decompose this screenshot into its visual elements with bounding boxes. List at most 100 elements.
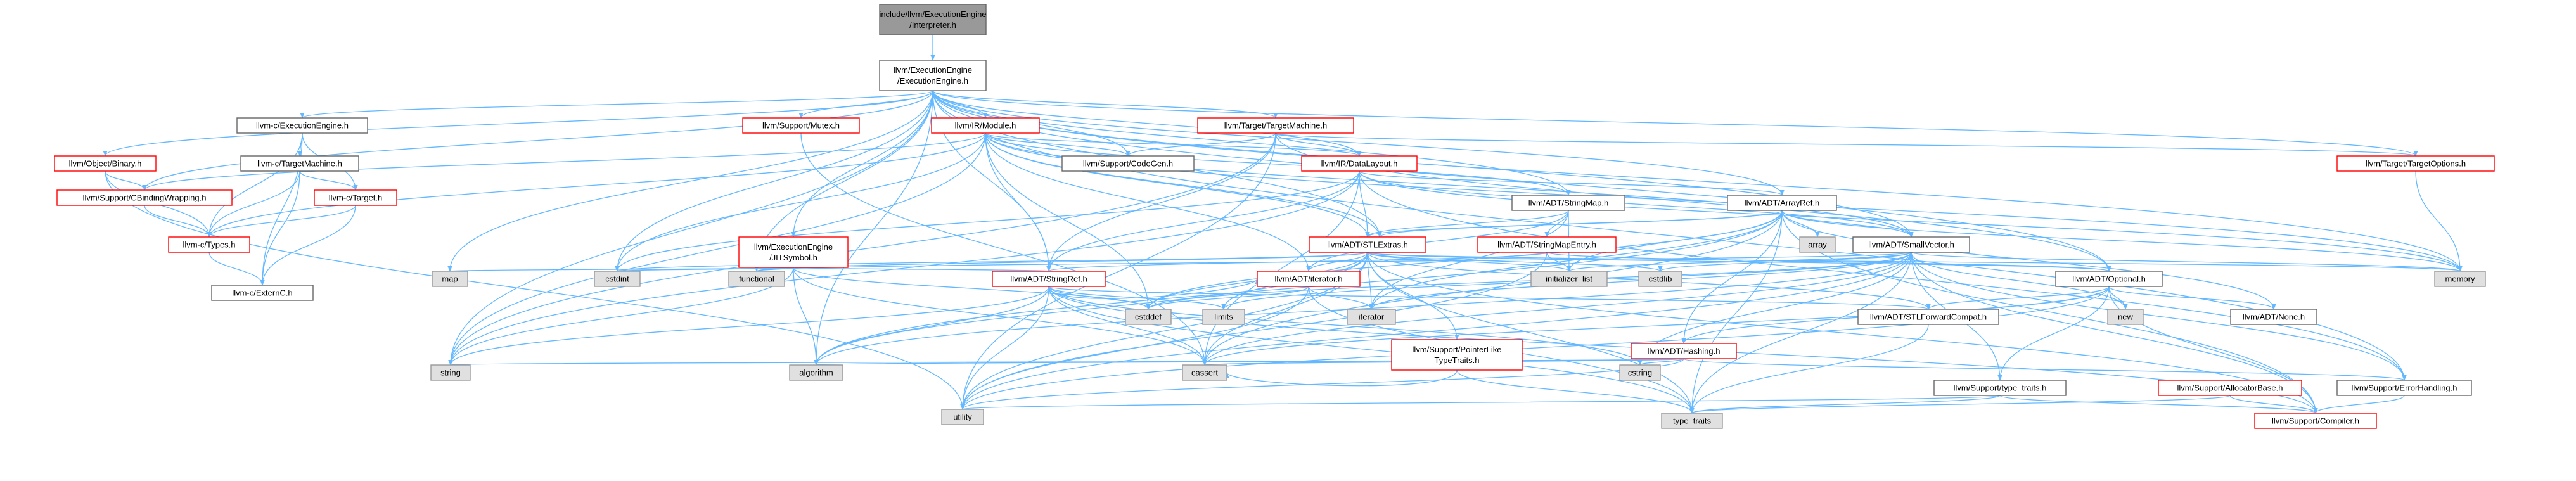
node-box [742,117,860,134]
node-string: string [430,364,471,381]
node-label: llvm/Target/TargetOptions.h [2366,159,2466,169]
edge-arrayref-to-smallvec [1781,210,1914,238]
edge-arrayref-to-array [1781,210,1820,238]
node-array: array [1799,236,1836,253]
edge-cee-to-ctypes [207,132,303,238]
edge-smallvec-to-new [1911,252,2128,310]
node-llvm-support-mutex-h[interactable]: llvm/Support/Mutex.h [742,117,860,134]
node-box [1309,236,1426,253]
node-llvm-adt-stringmapentry-h[interactable]: llvm/ADT/StringMapEntry.h [1477,236,1617,253]
node-llvm-adt-stringmap-h[interactable]: llvm/ADT/StringMap.h [1511,195,1625,211]
edge-stlextras-to-initlist [1367,252,1572,272]
node-box [992,271,1106,287]
edge-ee-to-memory [932,90,2463,272]
edge-smallvec-to-algorithm [814,252,1912,366]
edge-allocbase-to-compiler [2229,395,2318,414]
node-llvm-adt-stlextras-h[interactable]: llvm/ADT/STLExtras.h [1309,236,1426,253]
edge-strref-to-cstddef [1048,286,1151,310]
node-llvm-adt-optional-h[interactable]: llvm/ADT/Optional.h [2055,271,2163,287]
node-utility: utility [941,409,984,425]
node-label: llvm/ADT/SmallVector.h [1868,240,1954,250]
node-llvm-target-targetoptions-h[interactable]: llvm/Target/TargetOptions.h [2336,155,2495,172]
node-box [236,117,368,134]
node-map: map [432,271,468,287]
node-llvm-c-target-h[interactable]: llvm-c/Target.h [314,189,397,206]
node-label: cstdint [605,274,629,284]
node-llvm-executionengine-executionengine-h[interactable]: llvm/ExecutionEngine/ExecutionEngine.h [879,60,987,91]
node-llvm-adt-hashing-h[interactable]: llvm/ADT/Hashing.h [1631,343,1737,359]
node-box [168,236,250,253]
node-box [1257,271,1361,287]
node-box [1061,155,1195,172]
edge-stlextras-to-type_traits [1367,252,1695,414]
edge-ee-to-arrayref [932,90,1785,196]
edge-optional-to-utility [960,286,2110,410]
node-label: /Interpreter.h [909,20,956,30]
edge-ee-to-objbin [103,90,933,157]
edge-optional-to-new [2108,286,2128,310]
node-box [2107,309,2144,325]
node-label: llvm/ADT/STLExtras.h [1327,240,1408,250]
node-label: llvm/ADT/STLForwardCompat.h [1870,312,1987,322]
node-label: llvm/IR/Module.h [955,121,1016,131]
edge-mutex-to-cassert [800,132,1207,366]
edge-strref-to-utility [960,286,1049,410]
node-label: include/llvm/ExecutionEngine [879,10,986,19]
edge-jit-to-map [448,266,794,272]
node-llvm-support-codegen-h[interactable]: llvm/Support/CodeGen.h [1061,155,1195,172]
node-box [941,409,984,425]
node-llvm-support-errorhandling-h[interactable]: llvm/Support/ErrorHandling.h [2336,380,2472,396]
edge-arrayref-to-algorithm [814,210,1783,366]
node-label: llvm/ADT/Hashing.h [1648,347,1721,356]
edge-ee-to-mutex [798,90,933,119]
edge-strref-to-limits [1048,286,1226,310]
edge-strref-to-cassert [1048,286,1207,366]
node-llvm-adt-smallvector-h[interactable]: llvm/ADT/SmallVector.h [1852,236,1970,253]
node-memory: memory [2434,271,2486,287]
edge-ctm-to-ctarget [299,170,358,191]
node-box [789,364,843,381]
node-llvm-c-executionengine-h[interactable]: llvm-c/ExecutionEngine.h [236,117,368,134]
edge-optional-to-typetraits [1997,286,2110,381]
node-llvm-adt-stringref-h[interactable]: llvm/ADT/StringRef.h [992,271,1106,287]
node-llvm-ir-datalayout-h[interactable]: llvm/IR/DataLayout.h [1301,155,1418,172]
node-llvm-support-allocatorbase-h[interactable]: llvm/Support/AllocatorBase.h [2158,380,2302,396]
node-llvm-executionengine-jitsymbol-h[interactable]: llvm/ExecutionEngine/JITSymbol.h [738,236,849,268]
node-box [1202,309,1245,325]
edge-ttm-to-codegen [1125,132,1276,157]
edge-module-to-ctypes [207,132,986,238]
node-box [2254,413,2377,429]
node-box [1197,117,1354,134]
node-label: llvm-c/TargetMachine.h [257,159,342,169]
edge-arrayref-to-vector [1377,210,1783,238]
node-new: new [2107,309,2144,325]
edge-dl-to-stlextras [1359,170,1370,238]
edge-module-to-vector [985,132,1382,238]
edge-cbw-to-ctypes [144,205,212,238]
edge-ee-to-strmap [932,90,1571,196]
edge-hashing-to-string [450,358,1684,366]
node-llvm-ir-module-h[interactable]: llvm/IR/Module.h [931,117,1040,134]
node-llvm-c-targetmachine-h[interactable]: llvm-c/TargetMachine.h [240,155,359,172]
edge-ctarget-to-ctypes [207,205,356,238]
node-llvm-target-targetmachine-h[interactable]: llvm/Target/TargetMachine.h [1197,117,1354,134]
node-llvm-adt-stlforwardcompat-h[interactable]: llvm/ADT/STLForwardCompat.h [1857,309,1999,325]
node-cstdlib: cstdlib [1638,271,1682,287]
node-llvm-support-type-traits-h[interactable]: llvm/Support/type_traits.h [1933,380,2067,396]
node-llvm-object-binary-h[interactable]: llvm/Object/Binary.h [54,155,157,172]
node-llvm-adt-iterator-h[interactable]: llvm/ADT/iterator.h [1257,271,1361,287]
edge-arrayref-to-type_traits [1689,210,1783,414]
node-box [1661,413,1723,429]
node-llvm-support-compiler-h[interactable]: llvm/Support/Compiler.h [2254,413,2377,429]
node-llvm-adt-none-h[interactable]: llvm/ADT/None.h [2230,309,2317,325]
node-llvm-c-externc-h[interactable]: llvm-c/ExternC.h [211,285,314,301]
edge-module-to-stlextras [985,132,1370,238]
edge-jit-to-cassert [793,267,1207,366]
node-llvm-adt-arrayref-h[interactable]: llvm/ADT/ArrayRef.h [1727,195,1837,211]
edge-optional-to-none [2108,286,2276,310]
node-label: limits [1214,312,1233,322]
node-llvm-support-cbindingwrapping-h[interactable]: llvm/Support/CBindingWrapping.h [56,189,233,206]
node-llvm-c-types-h[interactable]: llvm-c/Types.h [168,236,250,253]
edge-ee-to-cstdint [615,90,933,272]
